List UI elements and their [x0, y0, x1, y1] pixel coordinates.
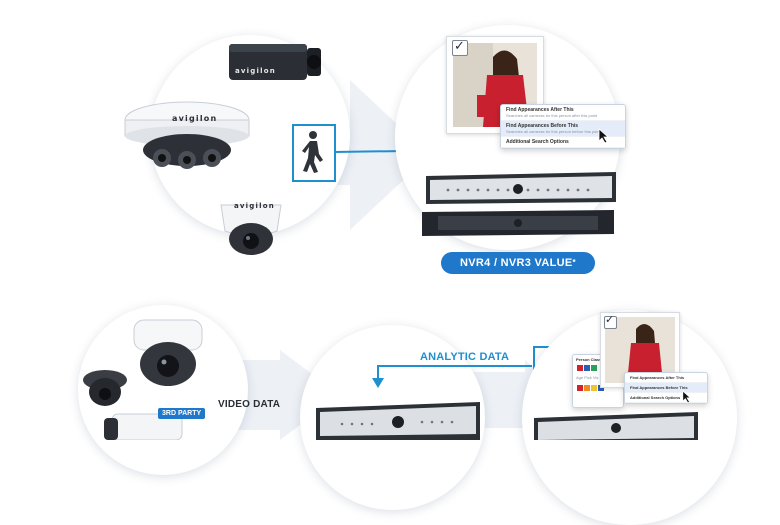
dome-camera-image: [220, 204, 282, 255]
white-dome-camera-image: [133, 319, 203, 386]
cursor-icon-bottom: [682, 390, 692, 404]
menu-item-additional-title: Additional Search Options: [506, 139, 569, 145]
color-swatches-row: [577, 385, 604, 393]
person-class-row: Age Pick Vis: [576, 375, 599, 380]
menu-item-before-title: Find Appearances Before This: [506, 123, 579, 129]
menu-item-before-sub: Searches all cameras for this person bef…: [506, 129, 601, 134]
black-dome-camera-image: [83, 370, 127, 406]
nvr-badge-label: NVR4 / NVR3 VALUE: [460, 257, 573, 269]
swatch-red[interactable]: [577, 365, 583, 371]
menu-item-after[interactable]: Find Appearances After This Searches all…: [501, 105, 625, 121]
search-context-menu: Find Appearances After This Searches all…: [500, 104, 626, 149]
analytic-data-label: ANALYTIC DATA: [420, 351, 510, 363]
swatch-orange[interactable]: [584, 385, 590, 391]
box-camera-image: [229, 44, 321, 80]
menu-item-after-sub: Searches all cameras for this person aft…: [506, 113, 598, 118]
analytic-data-arrow: [372, 365, 532, 388]
menu-item-additional-bottom[interactable]: Additional Search Options: [625, 393, 707, 403]
cursor-icon: [598, 128, 610, 144]
video-data-label: VIDEO DATA: [218, 399, 281, 410]
checkmark-icon: ✓: [454, 38, 465, 53]
third-party-tag: 3RD PARTY: [158, 408, 206, 419]
swatch-red-2[interactable]: [577, 385, 583, 391]
search-context-menu-bottom: Find Appearances After This Find Appeara…: [624, 372, 708, 404]
nvr-badge: NVR4 / NVR3 VALUE*: [441, 252, 595, 274]
nvr-middle-server-image: [316, 402, 480, 440]
nvr-right-server-image: [534, 412, 698, 440]
swatch-yellow[interactable]: [591, 385, 597, 391]
menu-item-before-bottom[interactable]: Find Appearances Before This: [625, 383, 707, 393]
bullet-camera-image: [104, 413, 183, 440]
person-class-title: Person Class Details: [576, 357, 616, 362]
menu-item-after-title: Find Appearances After This: [506, 107, 574, 113]
menu-item-after-bottom-title: Find Appearances After This: [630, 375, 685, 380]
swatch-blue[interactable]: [584, 365, 590, 371]
person-walking-icon: [302, 131, 323, 173]
menu-item-after-bottom[interactable]: Find Appearances After This: [625, 373, 707, 383]
swatch-blue-2[interactable]: [598, 385, 604, 391]
menu-item-additional-bottom-title: Additional Search Options: [630, 395, 681, 400]
nvr-server-image: [422, 172, 616, 236]
brand-label-small-dome: avigilon: [234, 202, 275, 210]
menu-item-additional[interactable]: Additional Search Options: [501, 137, 625, 148]
checkmark-box-bottom: [604, 316, 617, 329]
brand-label-dome: avigilon: [172, 114, 218, 123]
brand-label: avigilon: [235, 67, 276, 75]
person-class-swatches: [577, 365, 597, 373]
nvr-badge-mark: *: [572, 258, 576, 267]
checkmark-box: [452, 40, 468, 56]
swatch-green[interactable]: [591, 365, 597, 371]
menu-item-before-bottom-title: Find Appearances Before This: [630, 385, 688, 390]
multisensor-camera-image: [124, 101, 250, 169]
checkmark-icon-bottom: ✓: [605, 314, 615, 326]
menu-item-before[interactable]: Find Appearances Before This Searches al…: [501, 121, 625, 137]
